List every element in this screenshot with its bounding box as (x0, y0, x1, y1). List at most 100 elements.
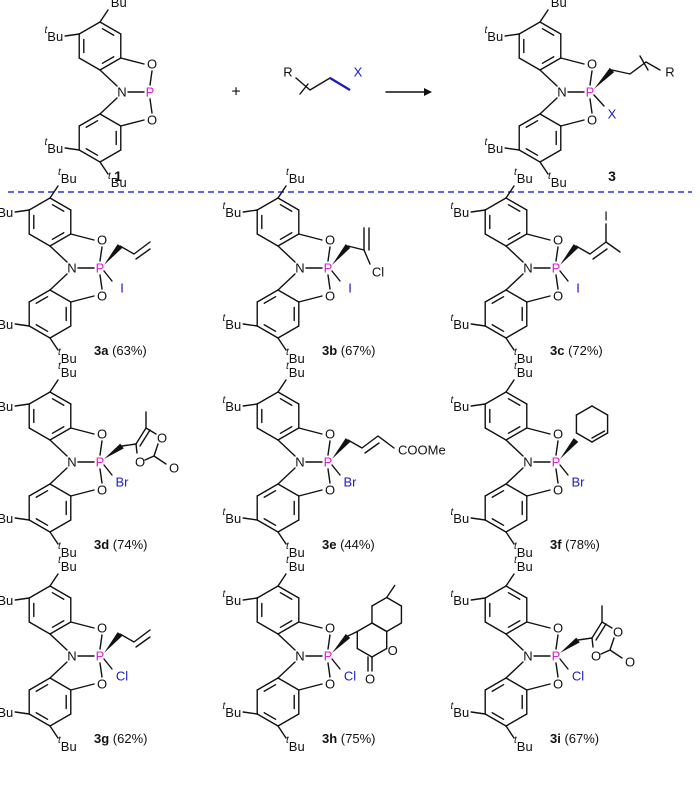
c-o-bond (526, 489, 551, 497)
ring-bond (28, 391, 51, 405)
tbu-label: tBu (451, 507, 470, 526)
wedge-bond (560, 637, 580, 653)
tbu-bond (505, 573, 515, 587)
bond (611, 61, 647, 75)
ring-bond (575, 432, 593, 443)
ring-bond (505, 677, 528, 691)
tbu-bond (14, 711, 30, 715)
ring-bond (78, 21, 101, 35)
oxygen-label: O (97, 427, 107, 442)
tbu-label: tBu (108, 0, 127, 10)
ring-bond (518, 113, 541, 127)
double-bond (35, 295, 49, 304)
ring-bond (277, 391, 300, 405)
nitrogen-label: N (117, 85, 126, 100)
bond (145, 427, 157, 435)
ring-bond (49, 325, 72, 339)
phosphorus-label: P (96, 649, 105, 664)
tbu-bond (14, 403, 30, 407)
tbu-bond (277, 573, 287, 587)
bond (119, 629, 151, 643)
o-p-bond (99, 274, 103, 290)
tbu-bond (470, 517, 486, 521)
wedge-bond (332, 244, 351, 265)
tbu-label: tBu (485, 25, 504, 44)
tbu-label: tBu (58, 361, 77, 380)
bond (645, 61, 661, 71)
double-bond (507, 591, 521, 600)
c-x-bond (329, 76, 351, 92)
tbu-bond (539, 161, 549, 175)
tbu-bond (242, 323, 258, 327)
bond (153, 443, 159, 457)
ring-bond (518, 149, 541, 163)
oxygen-label: O (325, 483, 335, 498)
oxygen-label: O (553, 483, 563, 498)
tbu-bond (470, 209, 486, 213)
double-bond (491, 324, 505, 333)
c-o-bond (298, 683, 323, 691)
tbu-label: tBu (108, 171, 127, 190)
phosphorus-label: P (324, 649, 333, 664)
double-bond (85, 119, 99, 128)
ring-bond (484, 621, 507, 635)
ring-bond (49, 233, 72, 247)
ring-bond (505, 233, 528, 247)
product-3: NPOOtButButButBuRX3 (485, 0, 675, 190)
tbu-label: tBu (58, 347, 77, 366)
double-bond (135, 248, 151, 260)
ring-bond (28, 427, 51, 441)
ring-bond (505, 519, 528, 533)
tbu-label: tBu (223, 701, 242, 720)
halide-label: Br (344, 475, 358, 490)
tbu-bond (242, 403, 258, 407)
ring-bond (78, 57, 101, 71)
o-p-bond (589, 98, 593, 114)
compound-caption: 3f (78%) (550, 537, 600, 552)
c-n-bond (505, 467, 524, 485)
chlorine-label: Cl (372, 265, 384, 280)
ring-bond (277, 483, 300, 497)
tbu-label: tBu (45, 137, 64, 156)
double-bond (263, 489, 277, 498)
double-bond (85, 148, 99, 157)
p-halide-bond (331, 464, 341, 476)
tbu-bond (470, 323, 486, 327)
oxygen-label: O (97, 621, 107, 636)
ring-bond (356, 647, 373, 658)
oxygen-label: O (135, 455, 145, 470)
c-o-bond (298, 233, 323, 241)
o-p-bond (555, 634, 559, 650)
tbu-bond (504, 147, 520, 151)
p-halide-bond (331, 270, 341, 282)
oxygen-label: O (325, 233, 335, 248)
nitrogen-label: N (523, 261, 532, 276)
p-halide-bond (103, 270, 113, 282)
tbu-label: tBu (45, 25, 64, 44)
bond (609, 637, 615, 651)
ring-bond (49, 197, 72, 211)
p-halide-bond (559, 464, 569, 476)
c-n-bond (539, 97, 558, 115)
ring-bond (386, 596, 403, 607)
r-group-label: R (283, 65, 292, 80)
bond (347, 435, 395, 449)
methyl-bond (386, 584, 396, 599)
tbu-bond (470, 711, 486, 715)
nitrogen-label: N (295, 649, 304, 664)
c-o-bond (298, 295, 323, 303)
ring-bond (371, 622, 388, 633)
p-halide-bond (559, 658, 569, 670)
ring-bond (28, 325, 51, 339)
r-group-label: R (665, 65, 674, 80)
phosphorus-label: P (552, 455, 561, 470)
bond (135, 427, 147, 445)
phosphorus-label: P (324, 455, 333, 470)
double-bond (51, 203, 65, 212)
double-bond (139, 429, 151, 447)
compound-caption: 3b (67%) (322, 343, 375, 358)
halide-label: Br (572, 475, 586, 490)
wedge-bond (594, 67, 615, 89)
o-p-bond (149, 98, 153, 114)
